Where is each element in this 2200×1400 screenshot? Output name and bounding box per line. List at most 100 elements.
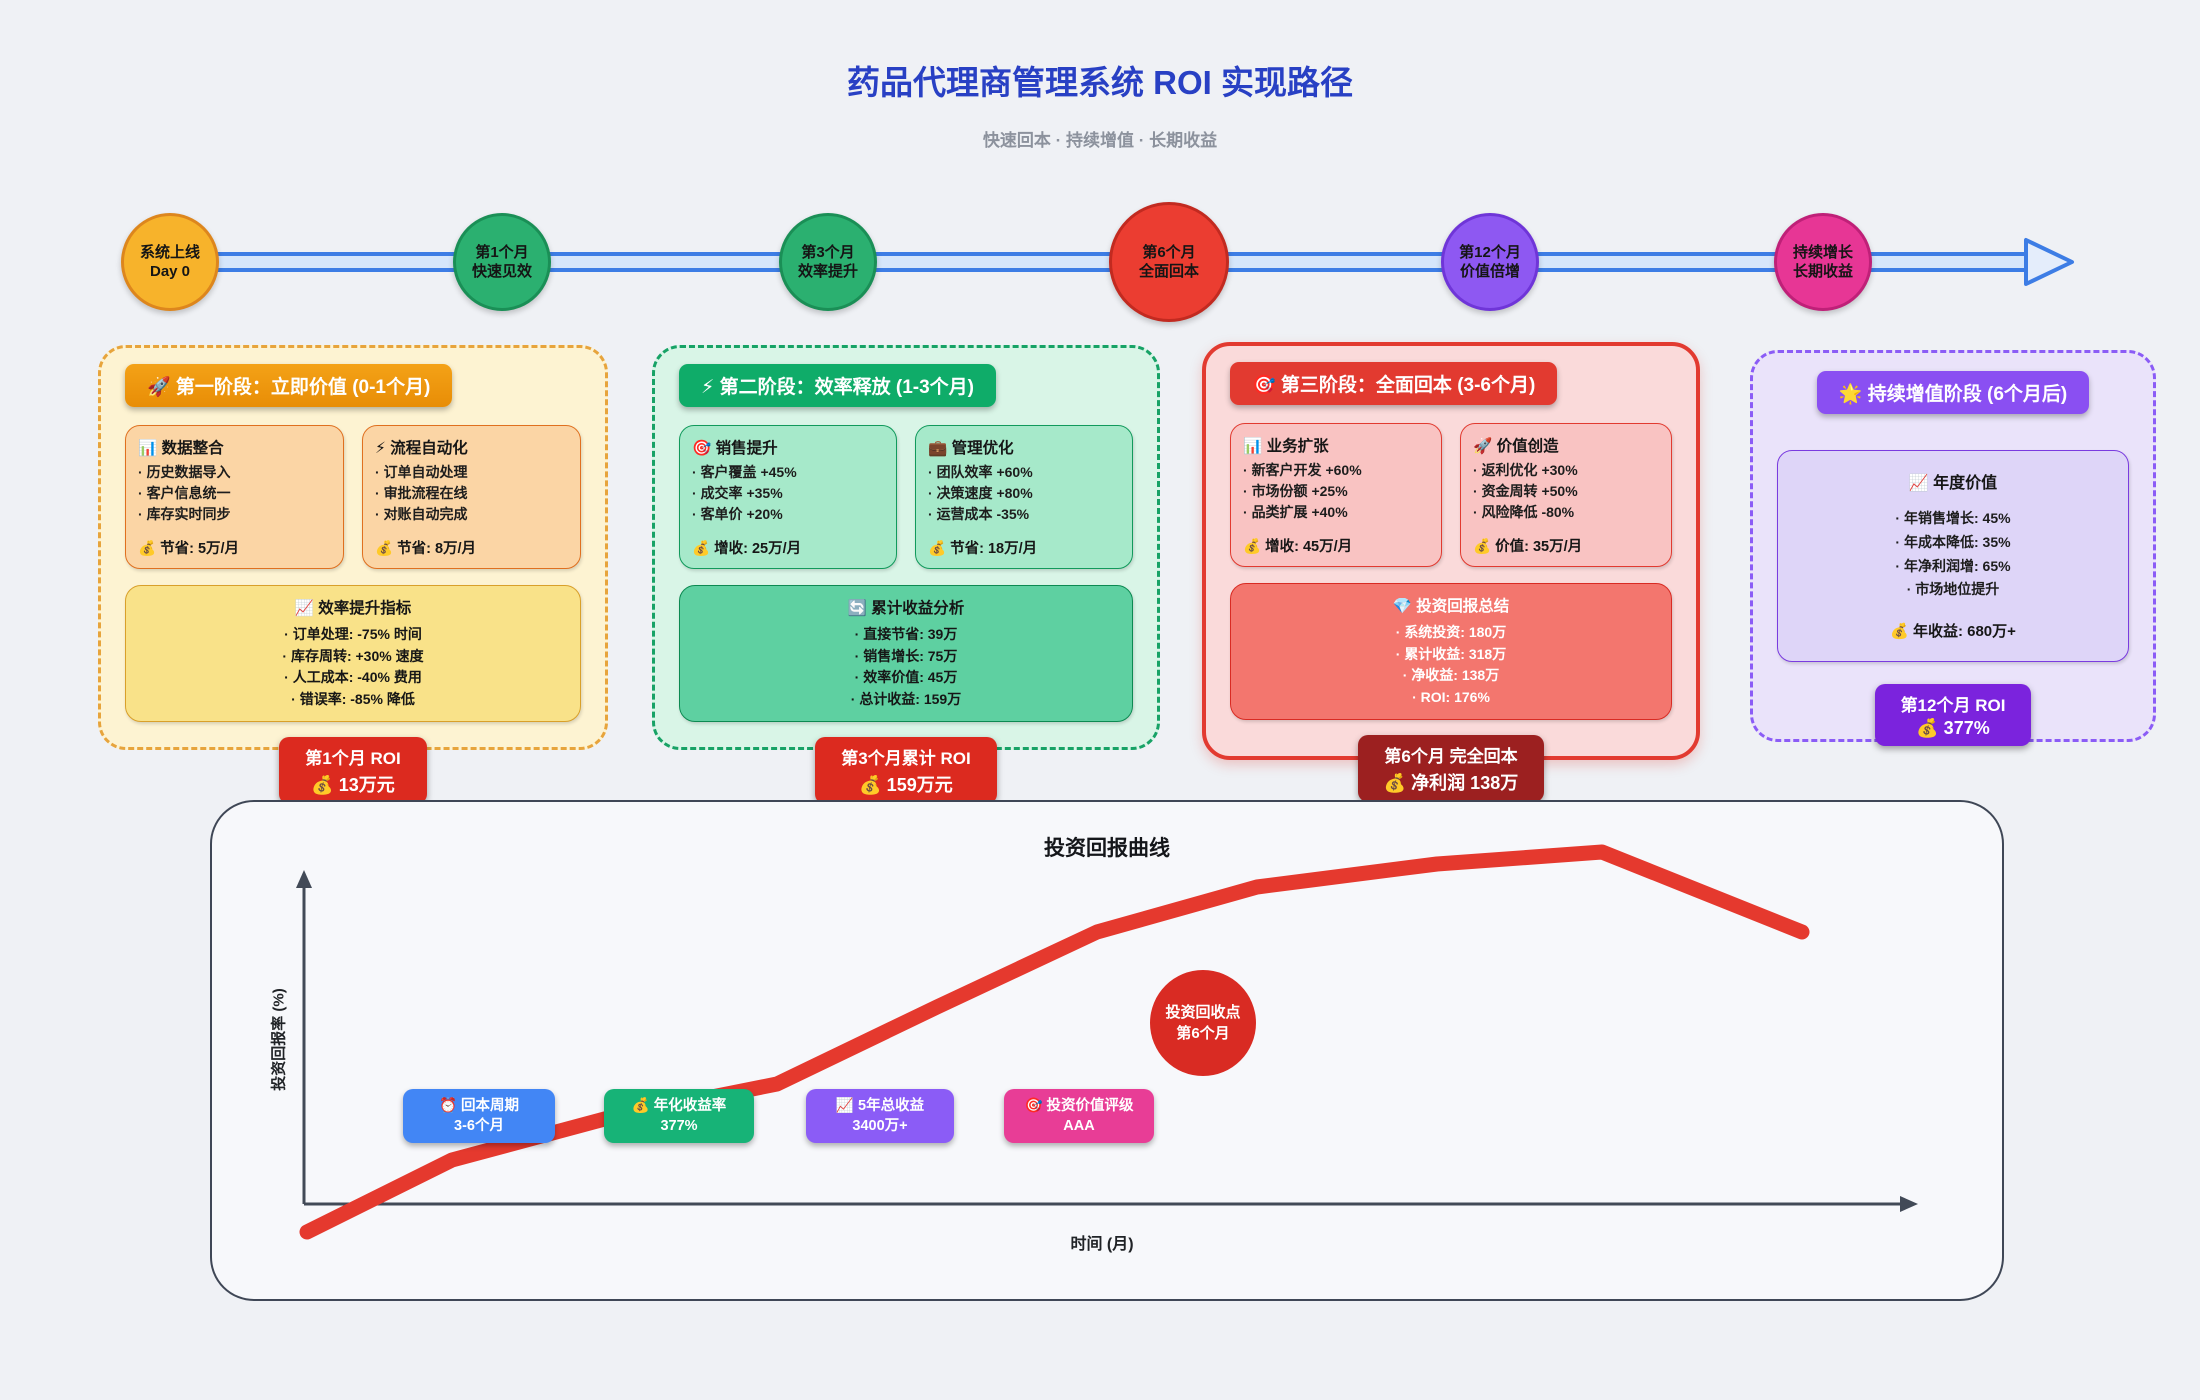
feature-box-title: 🎯 销售提升 — [692, 440, 778, 457]
chart-badge-payback-period: ⏰ 回本周期 3-6个月 — [403, 1089, 555, 1143]
feature-box-value: 💰 节省: 18万/月 — [928, 541, 1038, 557]
stage-card-2: ⚡ 第二阶段：效率释放 (1-3个月) 🎯 销售提升 客户覆盖 +45% 成交率… — [652, 345, 1160, 804]
feature-item: 品类扩展 +40% — [1243, 502, 1429, 523]
roi-badge-value: 💰 377% — [1916, 718, 1990, 738]
page-subtitle: 快速回本 · 持续增值 · 长期收益 — [982, 131, 1218, 150]
stage-card-3: 🎯 第三阶段：全面回本 (3-6个月) 📊 业务扩张 新客户开发 +60% 市场… — [1202, 342, 1700, 802]
annotation-label: 投资回收点 — [1165, 1004, 1241, 1021]
summary-title: 💎 投资回报总结 — [1392, 598, 1510, 615]
feature-box-title: 📊 业务扩张 — [1243, 438, 1329, 455]
summary-box-efficiency: 📈 效率提升指标 订单处理: -75% 时间 库存周转: +30% 速度 人工成… — [125, 585, 581, 722]
timeline-node-label: 第6个月 — [1142, 243, 1196, 261]
summary-item: 累计收益: 318万 — [1239, 644, 1663, 666]
feature-box-value: 💰 价值: 35万/月 — [1473, 539, 1583, 555]
feature-item: 新客户开发 +60% — [1243, 460, 1429, 481]
chart-badge-rating: 🎯 投资价值评级 AAA — [1004, 1089, 1154, 1143]
chart-badge-label: 💰 年化收益率 — [631, 1097, 727, 1114]
summary-item: 库存周转: +30% 速度 — [134, 646, 572, 668]
timeline-node-label: 第3个月 — [801, 243, 855, 261]
feature-item: 客户覆盖 +45% — [692, 462, 884, 483]
y-axis-label: 投资回报率 (%) — [270, 988, 288, 1091]
feature-item: 风险降低 -80% — [1473, 502, 1659, 523]
timeline-node-sublabel: 长期收益 — [1792, 263, 1853, 280]
feature-box-title: ⚡ 流程自动化 — [375, 440, 468, 457]
feature-item: 团队效率 +60% — [928, 462, 1120, 483]
stage-4-header: 🌟 持续增值阶段 (6个月后) — [1816, 371, 2090, 414]
timeline-node-month3: 第3个月 效率提升 — [779, 213, 877, 311]
feature-box-automation: ⚡ 流程自动化 订单自动处理 审批流程在线 对账自动完成 💰 节省: 8万/月 — [362, 425, 581, 569]
chart-badge-label: 🎯 投资价值评级 — [1024, 1097, 1134, 1114]
feature-item: 年净利润增: 65% — [1790, 555, 2116, 579]
timeline-node-sublabel: 全面回本 — [1138, 263, 1199, 280]
feature-item: 运营成本 -35% — [928, 504, 1120, 525]
feature-box-value: 💰 年收益: 680万+ — [1890, 623, 2016, 641]
roi-badge-label: 第3个月累计 ROI — [841, 748, 971, 768]
feature-box-value: 💰 节省: 8万/月 — [375, 541, 477, 557]
feature-box-value: 💰 增收: 25万/月 — [692, 541, 802, 557]
timeline-node-month6: 第6个月 全面回本 — [1109, 202, 1229, 322]
feature-box-data-integration: 📊 数据整合 历史数据导入 客户信息统一 库存实时同步 💰 节省: 5万/月 — [125, 425, 344, 569]
roi-curve — [299, 844, 1810, 1240]
summary-item: 订单处理: -75% 时间 — [134, 624, 572, 646]
timeline-node-longterm: 持续增长 长期收益 — [1774, 213, 1872, 311]
timeline-node-label: 系统上线 — [139, 243, 200, 261]
feature-box-value-creation: 🚀 价值创造 返利优化 +30% 资金周转 +50% 风险降低 -80% 💰 价… — [1460, 423, 1672, 567]
feature-box-value: 💰 节省: 5万/月 — [138, 541, 240, 557]
feature-item: 返利优化 +30% — [1473, 460, 1659, 481]
roi-badge-value: 💰 159万元 — [859, 774, 953, 795]
timeline-node-month1: 第1个月 快速见效 — [453, 213, 551, 311]
feature-box-title: 📊 数据整合 — [138, 440, 224, 457]
feature-item: 成交率 +35% — [692, 483, 884, 504]
summary-item: 效率价值: 45万 — [688, 667, 1124, 689]
timeline-node-sublabel: Day 0 — [149, 263, 191, 280]
chart-title: 投资回报曲线 — [1044, 837, 1170, 860]
summary-item: 人工成本: -40% 费用 — [134, 667, 572, 689]
summary-item: ROI: 176% — [1239, 687, 1663, 709]
arrow-right-icon — [2024, 238, 2074, 286]
timeline-node-launch: 系统上线 Day 0 — [121, 213, 219, 311]
payback-point-annotation: 投资回收点 第6个月 — [1150, 970, 1256, 1076]
roi-badge-month6: 第6个月 完全回本 💰 净利润 138万 — [1357, 734, 1545, 802]
page-title: 药品代理商管理系统 ROI 实现路径 — [846, 64, 1353, 101]
roi-badge-label: 第12个月 ROI — [1900, 696, 2006, 715]
chart-badge-value: 377% — [660, 1118, 698, 1134]
timeline-node-sublabel: 快速见效 — [471, 263, 532, 280]
timeline-line — [170, 252, 2028, 272]
chart-badge-5yr-total: 📈 5年总收益 3400万+ — [806, 1089, 954, 1143]
feature-item: 客单价 +20% — [692, 504, 884, 525]
roi-curve-plot — [296, 844, 1918, 1240]
roi-badge-value: 💰 净利润 138万 — [1383, 772, 1519, 793]
summary-item: 销售增长: 75万 — [688, 646, 1124, 668]
timeline-node-sublabel: 效率提升 — [797, 263, 858, 280]
feature-box-annual-value: 📈 年度价值 年销售增长: 45% 年成本降低: 35% 年净利润增: 65% … — [1777, 450, 2129, 662]
timeline-node-label: 第1个月 — [475, 243, 529, 261]
feature-item: 市场地位提升 — [1790, 578, 2116, 602]
feature-item: 决策速度 +80% — [928, 483, 1120, 504]
timeline-node-month12: 第12个月 价值倍增 — [1441, 213, 1539, 311]
feature-item: 客户信息统一 — [138, 483, 331, 504]
summary-item: 系统投资: 180万 — [1239, 622, 1663, 644]
roi-badge-month1: 第1个月 ROI 💰 13万元 — [279, 736, 427, 804]
stage-card-4: 🌟 持续增值阶段 (6个月后) 📈 年度价值 年销售增长: 45% 年成本降低:… — [1750, 350, 2156, 746]
summary-title: 🔄 累计收益分析 — [847, 600, 965, 617]
roi-badge-month3: 第3个月累计 ROI 💰 159万元 — [815, 736, 997, 804]
roi-badge-label: 第1个月 ROI — [305, 748, 401, 768]
x-axis-label: 时间 (月) — [1070, 1236, 1134, 1253]
feature-box-management: 💼 管理优化 团队效率 +60% 决策速度 +80% 运营成本 -35% 💰 节… — [915, 425, 1133, 569]
feature-item: 对账自动完成 — [375, 504, 568, 525]
stage-2-header: ⚡ 第二阶段：效率释放 (1-3个月) — [679, 364, 997, 407]
summary-item: 错误率: -85% 降低 — [134, 689, 572, 711]
chart-badge-value: AAA — [1063, 1118, 1095, 1134]
summary-item: 直接节省: 39万 — [688, 624, 1124, 646]
chart-badge-value: 3-6个月 — [454, 1118, 504, 1134]
summary-box-cumulative: 🔄 累计收益分析 直接节省: 39万 销售增长: 75万 效率价值: 45万 总… — [679, 585, 1133, 722]
feature-item: 年销售增长: 45% — [1790, 507, 2116, 531]
stage-card-1: 🚀 第一阶段：立即价值 (0-1个月) 📊 数据整合 历史数据导入 客户信息统一… — [98, 345, 608, 804]
summary-title: 📈 效率提升指标 — [294, 600, 412, 617]
summary-item: 净收益: 138万 — [1239, 665, 1663, 687]
chart-badge-label: ⏰ 回本周期 — [438, 1097, 520, 1114]
chart-badge-label: 📈 5年总收益 — [835, 1097, 925, 1114]
annotation-sublabel: 第6个月 — [1176, 1025, 1230, 1042]
feature-item: 订单自动处理 — [375, 462, 568, 483]
timeline-node-sublabel: 价值倍增 — [1459, 263, 1520, 280]
